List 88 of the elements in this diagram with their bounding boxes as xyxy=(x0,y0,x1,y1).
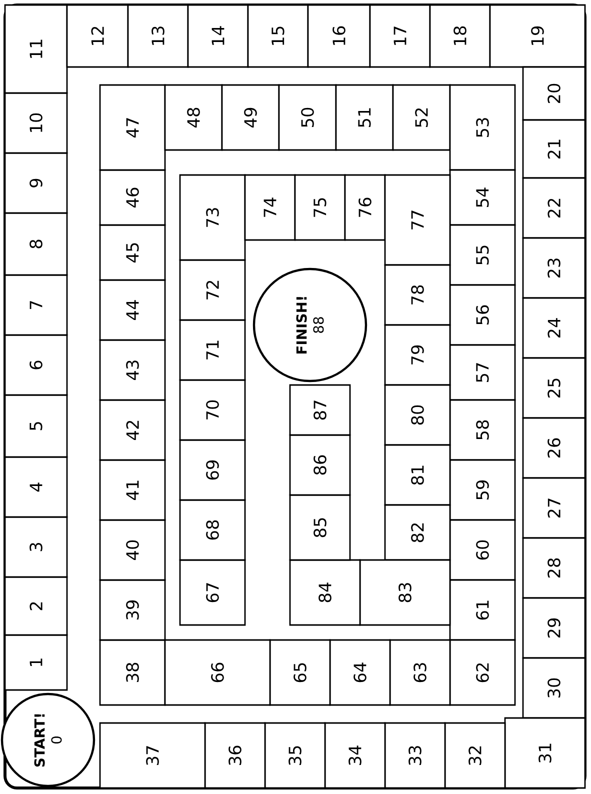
board-cell: 70 xyxy=(179,379,246,441)
board-cell: 66 xyxy=(164,639,271,706)
board-cell: 44 xyxy=(99,279,166,341)
board-cell: 81 xyxy=(384,444,451,506)
board-cell: 68 xyxy=(179,499,246,561)
board-cell: 37 xyxy=(99,722,206,789)
board-cell: 83 xyxy=(359,559,451,626)
board-cell: 39 xyxy=(99,579,166,641)
board-cell: 74 xyxy=(244,174,296,241)
board-cell: 17 xyxy=(369,4,431,68)
board-cell: 86 xyxy=(289,434,351,496)
board-cell: 59 xyxy=(449,459,516,521)
board-cell: 3 xyxy=(4,516,68,578)
board-cell: 48 xyxy=(164,84,223,151)
board-cell: 87 xyxy=(289,384,351,436)
board-cell: 30 xyxy=(522,657,586,719)
board-cell: 58 xyxy=(449,399,516,461)
board-cell: 1 xyxy=(4,634,68,691)
board-cell: 16 xyxy=(307,4,371,68)
board-cell: 84 xyxy=(289,559,361,626)
board-cell: 82 xyxy=(384,504,451,561)
board-cell: 18 xyxy=(429,4,491,68)
board-cell: 85 xyxy=(289,494,351,561)
board-cell: 60 xyxy=(449,519,516,581)
board-cell: 36 xyxy=(204,722,266,789)
board-cell: 15 xyxy=(247,4,309,68)
board-cell: 73 xyxy=(179,174,246,261)
board-cell: 50 xyxy=(278,84,337,151)
board-cell: 57 xyxy=(449,344,516,401)
board-cell: 49 xyxy=(221,84,280,151)
board-cell: 43 xyxy=(99,339,166,401)
board-cell: 54 xyxy=(449,169,516,226)
board-cell: 5 xyxy=(4,394,68,458)
board-cell: 22 xyxy=(522,177,586,239)
board-cell: 45 xyxy=(99,224,166,281)
board-cell: 42 xyxy=(99,399,166,461)
board-cell: 79 xyxy=(384,324,451,386)
board-cell: 11 xyxy=(4,4,68,94)
board-cell: 65 xyxy=(269,639,331,706)
board-cell: 14 xyxy=(187,4,249,68)
board-cell: 23 xyxy=(522,237,586,299)
board-cell: 29 xyxy=(522,597,586,659)
board-cell: 80 xyxy=(384,384,451,446)
board-cell: 19 xyxy=(489,4,586,68)
board-cell: 21 xyxy=(522,119,586,179)
board-cell: 61 xyxy=(449,579,516,641)
board-cell: 24 xyxy=(522,297,586,359)
board-cell: 6 xyxy=(4,334,68,396)
board-cell: 76 xyxy=(344,174,386,241)
board-cell: 20 xyxy=(522,66,586,121)
board-cell: 53 xyxy=(449,84,516,171)
board-cell: 27 xyxy=(522,477,586,539)
board-cell: 32 xyxy=(444,722,506,789)
board-cell: 56 xyxy=(449,284,516,346)
board-cell: 63 xyxy=(389,639,451,706)
node-label: 0 xyxy=(51,736,62,744)
board-cell: 38 xyxy=(99,639,166,706)
board-cell: 7 xyxy=(4,274,68,336)
board-cell: 34 xyxy=(324,722,386,789)
board-cell: 62 xyxy=(449,639,516,706)
board-cell: 47 xyxy=(99,84,166,171)
board-cell: 67 xyxy=(179,559,246,626)
board-cell: 41 xyxy=(99,459,166,521)
board-cell: 64 xyxy=(329,639,391,706)
board-cell: 75 xyxy=(294,174,346,241)
board-cell: 8 xyxy=(4,212,68,276)
board-cell: 51 xyxy=(335,84,394,151)
board-cell: 13 xyxy=(127,4,189,68)
board-cell: 31 xyxy=(504,717,586,789)
board-cell: 10 xyxy=(4,92,68,154)
board-cell: 46 xyxy=(99,169,166,226)
board-cell: 28 xyxy=(522,537,586,599)
board-cell: 12 xyxy=(66,4,129,68)
board-cell: 4 xyxy=(4,456,68,518)
board-cell: 26 xyxy=(522,417,586,479)
board-cell: 33 xyxy=(384,722,446,789)
board-cell: 2 xyxy=(4,576,68,636)
board-cell: 25 xyxy=(522,357,586,419)
board-cell: 71 xyxy=(179,319,246,381)
board-cell: 72 xyxy=(179,259,246,321)
board-cell: 55 xyxy=(449,224,516,286)
node-label: START! xyxy=(34,714,45,767)
board-cell: 78 xyxy=(384,264,451,326)
board-cell: 69 xyxy=(179,439,246,501)
board-cell: 35 xyxy=(264,722,326,789)
board-cell: 52 xyxy=(392,84,451,151)
board-cell: 9 xyxy=(4,152,68,214)
board-cell: 40 xyxy=(99,519,166,581)
